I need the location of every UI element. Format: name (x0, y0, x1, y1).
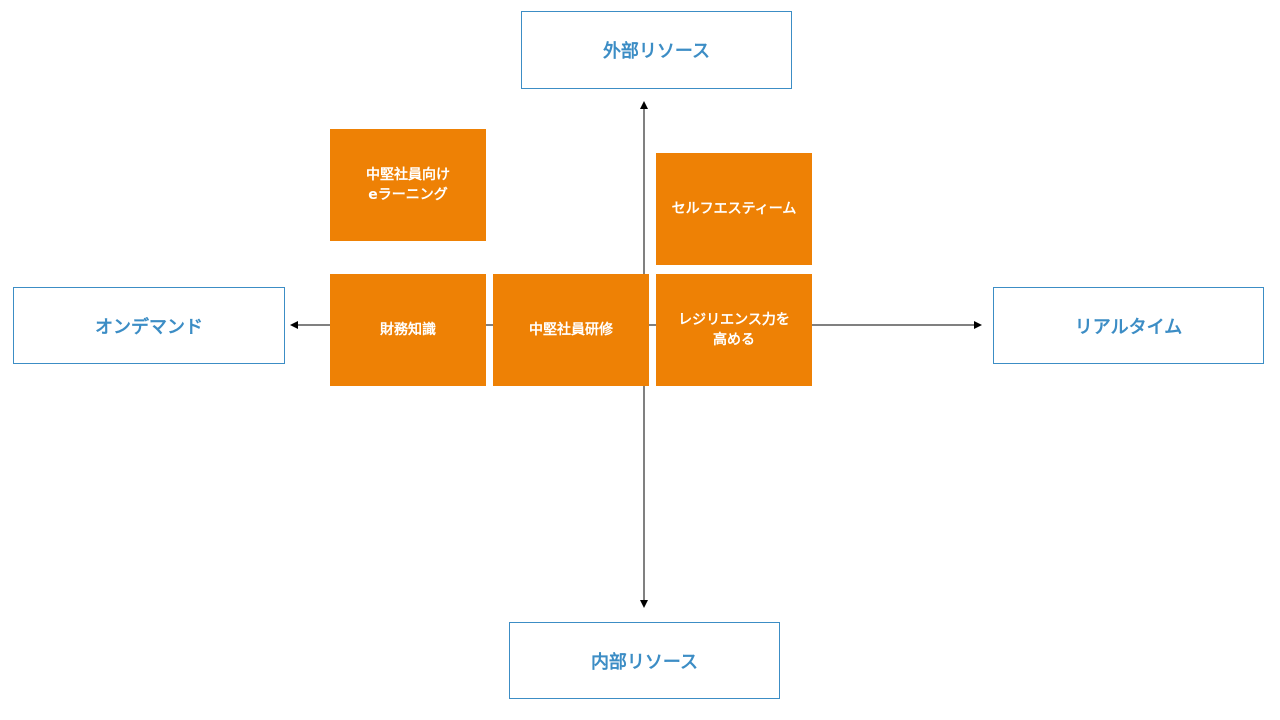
axis-label-bottom-text: 内部リソース (590, 651, 699, 673)
axis-label-top-text: 外部リソース (602, 41, 711, 62)
item-resilience-line1: レジリエンス力を (678, 312, 790, 328)
item-resilience: レジリエンス力を 高める (656, 274, 812, 386)
item-elearning-line2: eラーニング (368, 187, 448, 203)
item-elearning: 中堅社員向け eラーニング (330, 129, 486, 241)
axis-label-bottom: 内部リソース (509, 622, 780, 699)
item-mid-training: 中堅社員研修 (493, 274, 649, 386)
item-self-esteem: セルフエスティーム (656, 153, 812, 265)
axis-label-right: リアルタイム (993, 287, 1264, 364)
item-mid-training-label: 中堅社員研修 (529, 322, 613, 338)
item-finance: 財務知識 (330, 274, 486, 386)
axis-label-right-text: リアルタイム (1074, 316, 1183, 338)
axis-label-left: オンデマンド (13, 287, 285, 364)
item-finance-label: 財務知識 (380, 322, 436, 338)
axis-label-top: 外部リソース (521, 11, 792, 89)
axis-label-left-text: オンデマンド (95, 316, 203, 338)
item-resilience-line2: 高める (713, 332, 755, 348)
item-self-esteem-label: セルフエスティーム (671, 201, 797, 217)
item-elearning-line1: 中堅社員向け (366, 167, 450, 183)
